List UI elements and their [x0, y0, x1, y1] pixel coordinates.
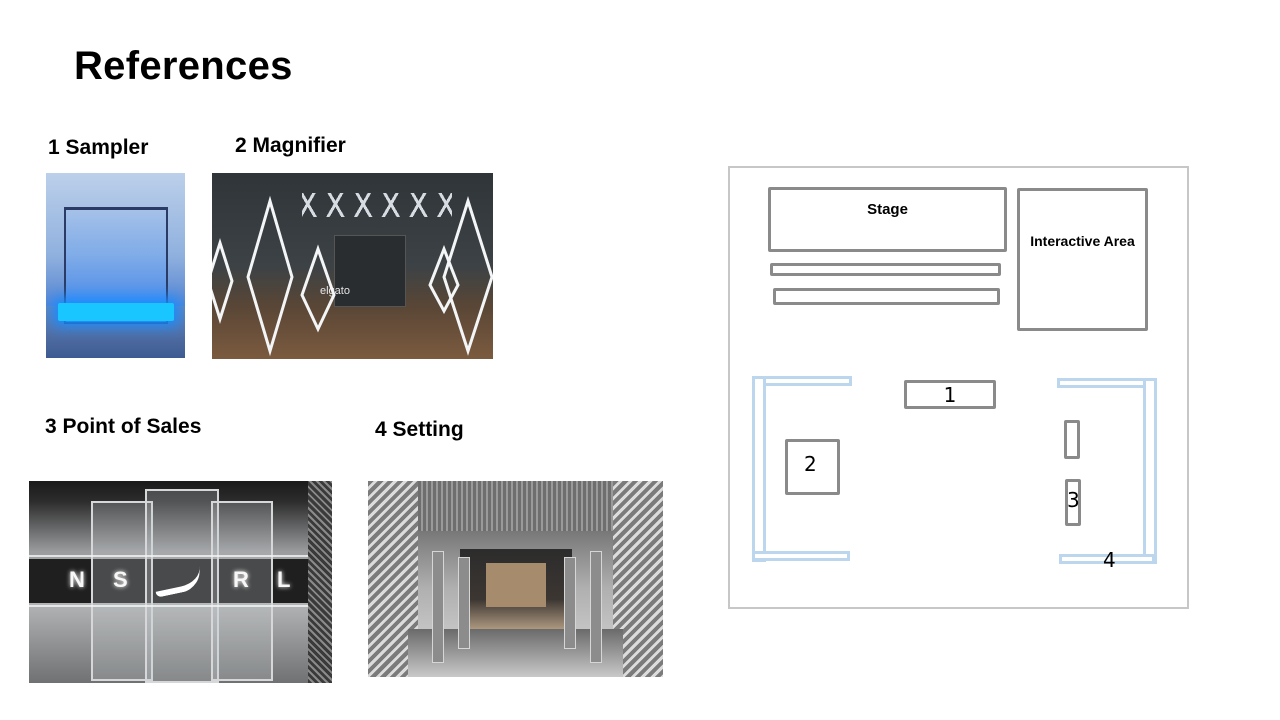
stage-bench [770, 263, 1001, 276]
setting-pillar [590, 551, 602, 663]
reference-label-setting: 4 Setting [375, 418, 464, 441]
interactive-area: Interactive Area [1017, 188, 1148, 331]
point-of-sales-marker-lower: 3 [1065, 479, 1081, 526]
magnifier-photo: elgato [212, 173, 493, 359]
pos-letter: N [69, 567, 85, 592]
pos-letter: L [277, 567, 291, 592]
setting-pillar [432, 551, 444, 663]
marker-number: 1 [943, 383, 957, 407]
reference-label-magnifier: 2 Magnifier [235, 134, 346, 157]
stage-bench [773, 288, 1000, 305]
right-rail-bottom [1059, 554, 1155, 564]
point-of-sales-marker-upper [1064, 420, 1080, 459]
pos-letter: R [233, 567, 249, 592]
stage-label: Stage [867, 201, 908, 218]
marker-number: 3 [1067, 488, 1080, 512]
pos-display-cube [145, 489, 219, 683]
pendant-mid [300, 244, 336, 333]
setting-photo [368, 481, 663, 677]
floor-plan: Stage Interactive Area 1 2 3 4 [728, 166, 1189, 609]
setting-ceiling [408, 481, 623, 531]
magnifier-marker: 2 [785, 439, 840, 495]
right-rail-side [1143, 378, 1157, 564]
marker-number: 2 [804, 452, 817, 476]
page-title: References [74, 44, 293, 88]
point-of-sales-photo: N S R L [29, 481, 332, 683]
setting-back-wall [486, 563, 546, 607]
pendant-right [442, 196, 493, 356]
right-rail-top [1057, 378, 1157, 388]
magnifier-booth [334, 235, 406, 307]
pendant-far-left [212, 238, 234, 324]
left-rail-top [752, 376, 852, 386]
magnifier-booth-logo: elgato [320, 285, 350, 297]
pos-mesh-panel [308, 481, 332, 683]
pendant-small [428, 244, 460, 315]
magnifier-light-pendants [212, 195, 493, 357]
interactive-area-label: Interactive Area [1030, 233, 1135, 249]
pos-letter: S [113, 567, 128, 592]
pos-sign-band [29, 559, 332, 603]
pos-display-cube [91, 501, 153, 681]
setting-pillar [458, 557, 470, 649]
sampler-light-base [58, 303, 174, 321]
pos-shelf-light [29, 555, 332, 557]
pos-shelf-light [29, 605, 332, 607]
magnifier-ceiling-lights [302, 193, 452, 217]
reference-label-sampler: 1 Sampler [48, 136, 149, 159]
sampler-marker: 1 [904, 380, 996, 409]
stage-area: Stage [768, 187, 1007, 252]
left-rail-bottom [752, 551, 850, 561]
pos-display-cube [211, 501, 273, 681]
setting-pillar [564, 557, 576, 649]
left-rail-side [752, 376, 766, 562]
pendant-left [246, 195, 294, 357]
sampler-photo [46, 173, 185, 358]
reference-label-point-of-sales: 3 Point of Sales [45, 415, 202, 438]
setting-marker-number: 4 [1103, 548, 1116, 572]
